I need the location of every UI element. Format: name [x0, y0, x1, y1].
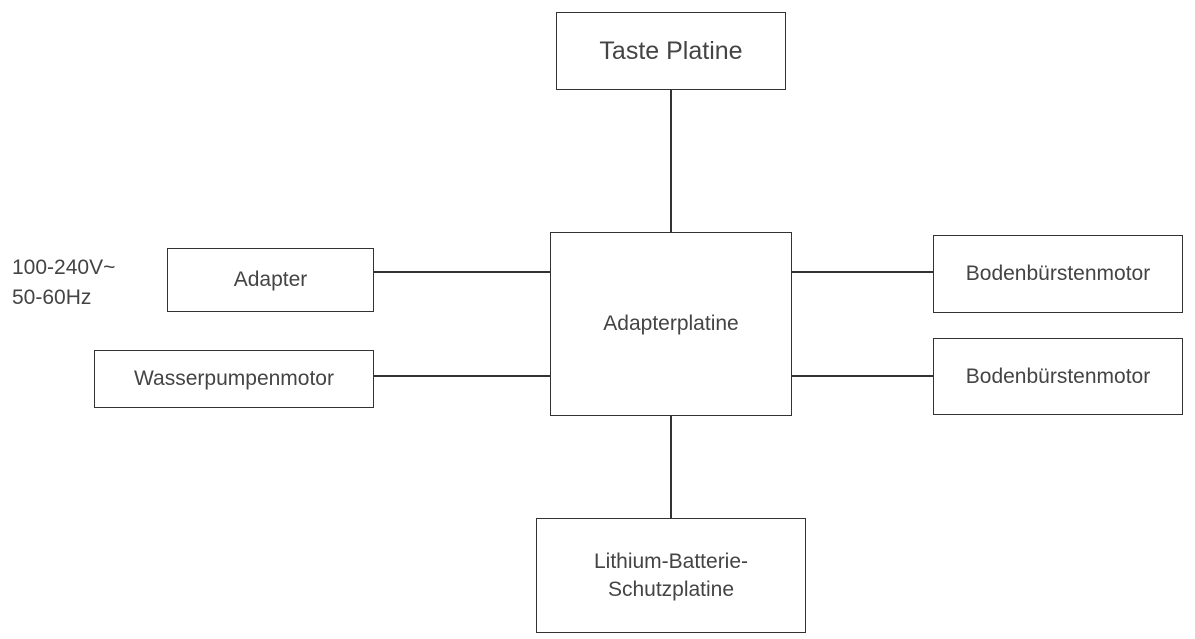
- block-bodenbuerstenmotor-1: Bodenbürstenmotor: [933, 235, 1183, 313]
- block-lithium-label-line2: Schutzplatine: [607, 577, 735, 601]
- block-adapterplatine-label: Adapterplatine: [603, 312, 739, 336]
- block-lithium-label-line1: Lithium-Batterie-: [593, 550, 749, 574]
- connector-adapterplatine-to-brush-1: [792, 271, 933, 273]
- connector-adapterplatine-to-brush-2: [792, 375, 933, 377]
- block-taste-platine-label: Taste Platine: [599, 36, 743, 65]
- block-lithium-label-stack: Lithium-Batterie- Schutzplatine: [594, 548, 748, 603]
- block-lithium-batterie-schutzplatine: Lithium-Batterie- Schutzplatine: [536, 518, 806, 633]
- input-power-note: 100-240V~ 50-60Hz: [12, 253, 115, 313]
- block-bodenbuerstenmotor-1-label: Bodenbürstenmotor: [965, 262, 1151, 286]
- connector-adapter-to-adapterplatine: [374, 271, 550, 273]
- input-frequency-label: 50-60Hz: [12, 286, 92, 309]
- block-wasserpumpenmotor: Wasserpumpenmotor: [94, 350, 374, 408]
- connector-pump-to-adapterplatine: [374, 375, 550, 377]
- block-adapterplatine: Adapterplatine: [550, 232, 792, 416]
- input-voltage-label: 100-240V~: [12, 256, 116, 279]
- block-adapter: Adapter: [167, 248, 374, 312]
- connector-taste-to-adapterplatine: [670, 90, 672, 232]
- block-bodenbuerstenmotor-2: Bodenbürstenmotor: [933, 338, 1183, 415]
- block-bodenbuerstenmotor-2-label: Bodenbürstenmotor: [965, 364, 1151, 388]
- block-wasserpumpenmotor-label: Wasserpumpenmotor: [134, 367, 334, 391]
- block-taste-platine: Taste Platine: [556, 12, 786, 90]
- block-adapter-label: Adapter: [233, 268, 308, 292]
- connector-adapterplatine-to-battery: [670, 416, 672, 518]
